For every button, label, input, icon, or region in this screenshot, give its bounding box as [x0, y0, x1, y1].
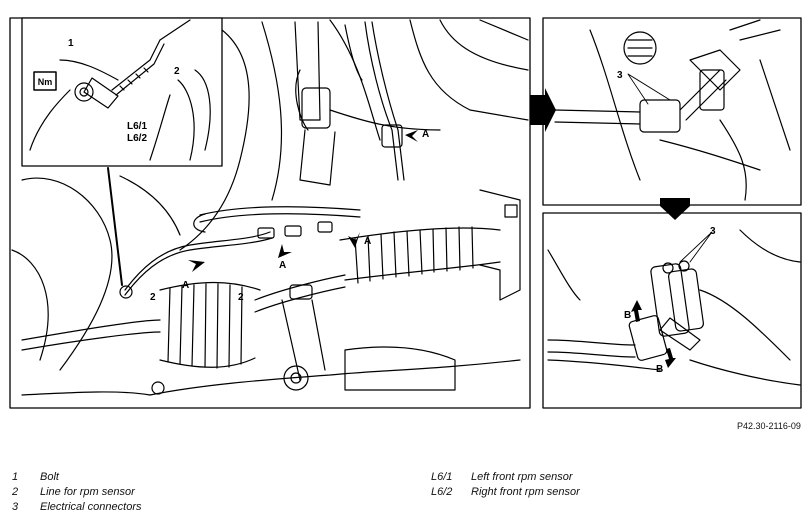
callout-a-4: A — [422, 129, 429, 140]
callout-b-2: B — [656, 364, 663, 375]
callout-a-1: A — [182, 280, 189, 291]
pointer-arrow-down — [660, 198, 690, 220]
callout-l6-2: L6/2 — [127, 133, 147, 144]
main-panel-frame — [9, 17, 531, 409]
legend-text: Line for rpm sensor — [40, 486, 135, 498]
callout-2-inset: 2 — [174, 66, 180, 77]
pointer-arrow-right — [530, 88, 556, 132]
legend-item: 2 Line for rpm sensor — [12, 485, 142, 500]
legend-item: 3 Electrical connectors — [12, 500, 142, 515]
legend-number: 2 — [12, 486, 19, 498]
right-bottom-drawing — [547, 229, 801, 386]
callout-2-main-b: 2 — [238, 292, 244, 303]
legend-text: Right front rpm sensor — [471, 486, 580, 498]
legend-item: 1 Bolt — [12, 470, 142, 485]
callout-a-3: A — [364, 236, 371, 247]
legend-number: L6/2 — [431, 486, 453, 498]
arrow-a-markers — [188, 130, 418, 272]
inset-drawing — [29, 19, 211, 161]
callout-a-2: A — [279, 260, 286, 271]
callout-1: 1 — [68, 38, 74, 49]
steering-bellows-right — [339, 226, 501, 284]
legend-text: Left front rpm sensor — [471, 471, 573, 483]
figure-reference-code: P42.30-2116-09 — [737, 421, 801, 431]
rpm-sensor-line-main — [124, 231, 271, 291]
technical-diagram: Nm 1 2 L6/1 L6/2 2 2 A A A A 3 3 B B — [9, 17, 802, 409]
legend-text: Electrical connectors — [40, 501, 142, 513]
legend-number: L6/1 — [431, 471, 453, 483]
inset-top-left-frame — [21, 17, 223, 167]
legend-right: L6/1 Left front rpm sensor L6/2 Right fr… — [431, 470, 580, 500]
callout-b-1: B — [624, 310, 631, 321]
legend-number: 1 — [12, 471, 19, 483]
callout-l6-1: L6/1 — [127, 121, 147, 132]
right-top-panel-frame — [542, 17, 802, 206]
arrow-b-markers — [631, 300, 676, 368]
legend-number: 3 — [12, 501, 19, 513]
legend-item: L6/2 Right front rpm sensor — [431, 485, 580, 500]
callout-3-top: 3 — [617, 70, 623, 81]
right-top-drawing — [554, 19, 791, 201]
callout-2-main: 2 — [150, 292, 156, 303]
legend-item: L6/1 Left front rpm sensor — [431, 470, 580, 485]
callout-3-bottom: 3 — [710, 226, 716, 237]
main-panel-drawing — [11, 19, 529, 396]
legend-text: Bolt — [40, 471, 59, 483]
steering-bellows-left — [159, 281, 261, 369]
legend-left: 1 Bolt 2 Line for rpm sensor 3 Electrica… — [12, 470, 142, 515]
torque-nm-label: Nm — [38, 77, 53, 87]
